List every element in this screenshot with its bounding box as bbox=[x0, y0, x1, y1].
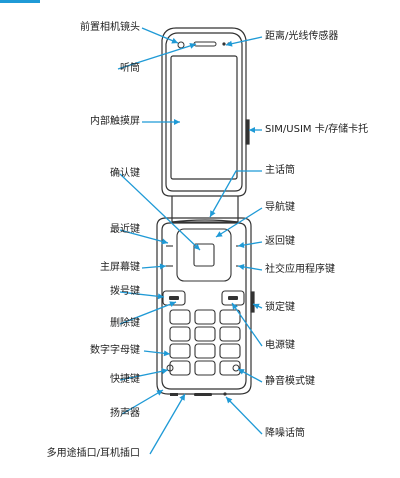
leader-arrowhead bbox=[179, 394, 185, 401]
leader-line bbox=[225, 396, 263, 435]
leader-lines bbox=[117, 27, 263, 455]
label-confirm-key: 确认键 bbox=[110, 168, 140, 179]
keypad-key bbox=[169, 343, 191, 359]
earpiece-grille bbox=[193, 41, 217, 47]
label-navigation-key: 导航键 bbox=[265, 202, 295, 213]
label-recent-key: 最近键 bbox=[110, 224, 140, 235]
leader-arrowhead bbox=[232, 303, 238, 310]
keypad-key bbox=[219, 326, 241, 342]
keypad-key bbox=[219, 360, 241, 376]
keypad-key bbox=[194, 309, 216, 325]
call-key bbox=[162, 290, 186, 306]
leader-line bbox=[119, 301, 177, 325]
keypad-key bbox=[194, 326, 216, 342]
leader-line bbox=[231, 302, 263, 347]
leader-line bbox=[119, 369, 169, 381]
leader-arrowhead bbox=[169, 301, 176, 307]
leader-line bbox=[215, 207, 263, 238]
leader-arrowhead bbox=[238, 369, 245, 375]
silent-mode-key bbox=[232, 364, 240, 372]
label-shortcut-key: 快捷键 bbox=[110, 374, 140, 385]
leader-line bbox=[141, 27, 179, 44]
navigation-key bbox=[176, 228, 232, 282]
label-proximity-light-sensor: 距离/光线传感器 bbox=[265, 31, 339, 42]
label-sim-memory-tray: SIM/USIM 卡/存储卡托 bbox=[265, 124, 369, 135]
leader-arrowhead bbox=[161, 368, 168, 375]
keypad-key bbox=[194, 360, 216, 376]
label-lock-key: 锁定键 bbox=[265, 302, 295, 313]
label-alphanumeric-keys: 数字字母键 bbox=[90, 345, 140, 356]
leader-arrowhead bbox=[226, 40, 233, 47]
leader-arrowhead bbox=[216, 231, 223, 237]
label-home-key: 主屏幕键 bbox=[100, 262, 140, 273]
leader-arrowhead bbox=[171, 37, 178, 44]
leader-arrowhead bbox=[210, 210, 216, 217]
label-power-key: 电源键 bbox=[265, 340, 295, 351]
phone-upper-body bbox=[161, 27, 250, 197]
multipurpose-jack bbox=[194, 393, 212, 396]
label-delete-key: 删除键 bbox=[110, 318, 140, 329]
keypad-key bbox=[219, 343, 241, 359]
leader-arrowhead bbox=[226, 397, 233, 404]
confirm-key bbox=[193, 243, 215, 267]
leader-line bbox=[149, 393, 186, 455]
section-header-bar bbox=[0, 0, 40, 3]
keypad-key bbox=[169, 326, 191, 342]
label-earpiece: 听筒 bbox=[120, 63, 140, 74]
leader-line bbox=[119, 173, 201, 251]
label-front-camera-lens: 前置相机镜头 bbox=[80, 22, 140, 33]
leader-arrowhead bbox=[156, 390, 163, 396]
leader-arrowhead bbox=[249, 127, 255, 133]
leader-arrowhead bbox=[189, 42, 196, 49]
keypad-key bbox=[219, 309, 241, 325]
speaker-grille bbox=[170, 393, 178, 396]
leader-arrowhead bbox=[163, 350, 170, 357]
label-call-key: 拨号键 bbox=[110, 286, 140, 297]
leader-line bbox=[209, 170, 262, 218]
leader-arrowhead bbox=[193, 243, 200, 250]
leader-line bbox=[119, 229, 169, 244]
leader-arrowhead bbox=[159, 263, 166, 270]
label-silent-mode-key: 静音模式键 bbox=[265, 376, 315, 387]
noise-cancel-mic-icon bbox=[223, 392, 227, 396]
leader-line bbox=[117, 43, 197, 70]
leader-arrowhead bbox=[253, 303, 260, 310]
label-noise-cancel-mic: 降噪话筒 bbox=[265, 428, 305, 439]
alphanumeric-keypad bbox=[169, 309, 241, 376]
leader-arrowhead bbox=[238, 264, 245, 270]
leader-arrowhead bbox=[157, 293, 164, 300]
label-inner-touchscreen: 内部触摸屏 bbox=[90, 116, 140, 127]
leader-arrowhead bbox=[174, 119, 180, 125]
phone-hinge bbox=[171, 196, 239, 223]
label-multipurpose-jack: 多用途插口/耳机插口 bbox=[46, 448, 140, 459]
label-main-microphone: 主话筒 bbox=[265, 165, 295, 176]
shortcut-key bbox=[166, 364, 174, 372]
leader-arrowhead bbox=[161, 238, 168, 245]
proximity-sensor-icon bbox=[222, 42, 226, 46]
keypad-key bbox=[194, 343, 216, 359]
label-social-app-key: 社交应用程序键 bbox=[265, 264, 335, 275]
leader-line bbox=[121, 389, 164, 415]
keypad-key bbox=[169, 360, 191, 376]
keypad-key bbox=[169, 309, 191, 325]
label-back-key: 返回键 bbox=[265, 236, 295, 247]
phone-lower-body bbox=[156, 217, 255, 395]
leader-arrowhead bbox=[238, 242, 245, 248]
leader-line bbox=[119, 291, 165, 298]
label-speaker: 扬声器 bbox=[110, 408, 140, 419]
leader-line bbox=[225, 36, 263, 46]
front-camera-lens-icon bbox=[177, 41, 185, 49]
